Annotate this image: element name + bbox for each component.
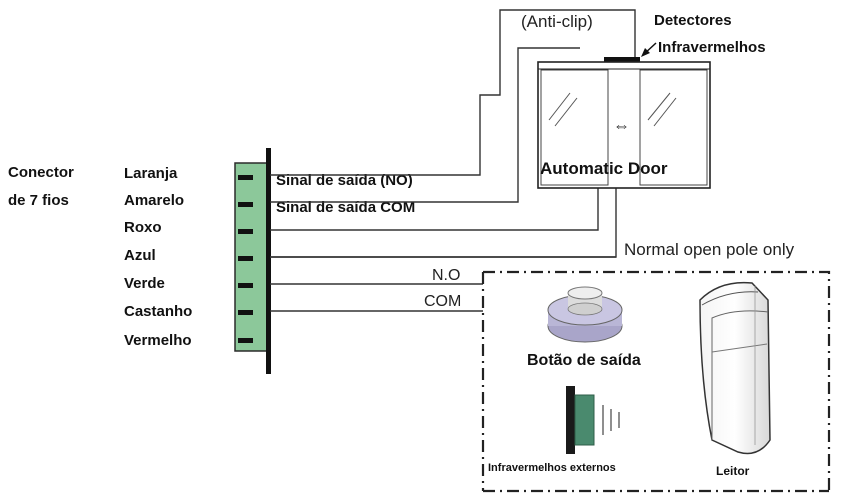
connector-block xyxy=(234,148,271,374)
exit-button-icon xyxy=(547,286,623,343)
detectors-line1: Detectores xyxy=(654,12,732,29)
door-slide-arrow-icon: ⇔ xyxy=(613,116,630,135)
wire-label-castanho: Castanho xyxy=(124,303,192,320)
external-ir-label: Infravermelhos externos xyxy=(488,462,616,474)
reader-icon xyxy=(699,281,771,455)
wire-label-amarelo: Amarelo xyxy=(124,192,184,209)
connector-title-line1: Conector xyxy=(8,164,74,181)
wire-label-roxo: Roxo xyxy=(124,219,162,236)
detectors-line2: Infravermelhos xyxy=(658,39,766,56)
detector-arrowhead-icon xyxy=(641,48,650,57)
door-right-panel xyxy=(639,69,708,186)
signal-out-com-label: Sinal de saída COM xyxy=(276,199,415,216)
connector-pin xyxy=(238,229,253,234)
connector-pin xyxy=(238,283,253,288)
wire-label-vermelho: Vermelho xyxy=(124,332,192,349)
wire-label-azul: Azul xyxy=(124,247,156,264)
reader-label: Leitor xyxy=(716,464,750,478)
detector-sensor-bar xyxy=(604,57,640,62)
door-frame xyxy=(537,61,711,189)
automatic-door xyxy=(537,61,711,189)
signal-out-no-label: Sinal de saída (NO) xyxy=(276,172,413,189)
connector-bar xyxy=(266,148,271,374)
connector-pin xyxy=(238,310,253,315)
wire-color-labels: Laranja Amarelo Roxo Azul Verde Castanho… xyxy=(124,165,192,349)
connector-title-line2: de 7 fios xyxy=(8,192,69,209)
wire-label-verde: Verde xyxy=(124,275,165,292)
connector-pin xyxy=(238,202,253,207)
connector-pin xyxy=(238,175,253,180)
exit-button-label: Botão de saída xyxy=(527,352,641,369)
door-left-panel xyxy=(540,69,609,186)
wire-label-laranja: Laranja xyxy=(124,165,178,182)
no-terminal-label: N.O xyxy=(432,267,460,284)
connector-pin xyxy=(238,338,253,343)
com-terminal-label: COM xyxy=(424,293,461,310)
peripherals-box xyxy=(481,270,831,491)
connector-pin xyxy=(238,256,253,261)
external-ir-sensor-icon xyxy=(566,386,620,454)
anticlip-label: (Anti-clip) xyxy=(521,12,593,31)
door-label: Automatic Door xyxy=(540,159,668,178)
pole-note: Normal open pole only xyxy=(624,240,795,259)
